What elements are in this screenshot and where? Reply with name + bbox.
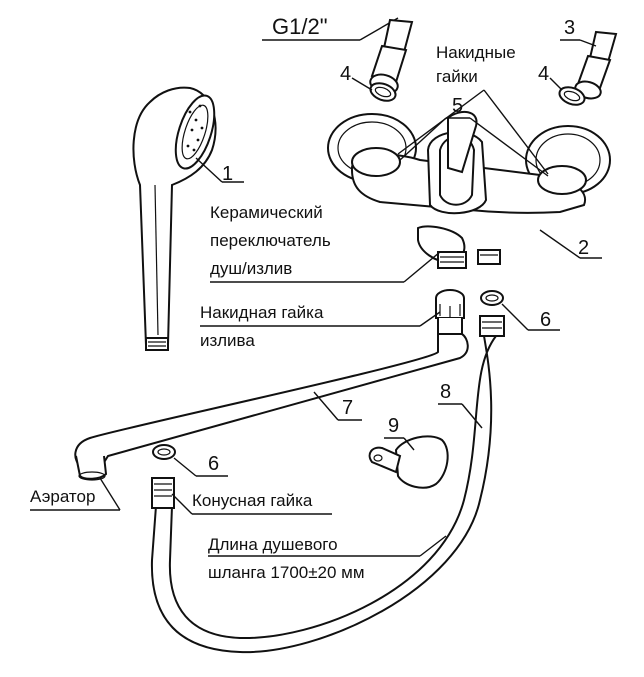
callout-7: 7 xyxy=(342,397,353,419)
cone-nut-label: Конусная гайка xyxy=(192,491,313,510)
callout-5: 5 xyxy=(452,95,463,117)
shower-hose xyxy=(150,315,505,654)
gasket-6-bottom xyxy=(152,444,176,460)
spout xyxy=(74,333,469,481)
callout-9: 9 xyxy=(388,415,399,437)
eccentric-right xyxy=(574,30,618,100)
callout-3: 3 xyxy=(564,17,575,39)
callout-6-top: 6 xyxy=(540,309,551,331)
callout-8: 8 xyxy=(440,381,451,403)
gasket-4-left xyxy=(369,82,397,102)
spout-union-nut xyxy=(435,289,465,335)
mixer-body xyxy=(327,110,611,269)
thread-size-label: G1/2" xyxy=(272,14,328,39)
callout-4-right: 4 xyxy=(538,63,549,85)
ceramic-switch-label-1: Керамический xyxy=(210,203,323,222)
hose-length-label-2: шланга 1700±20 мм xyxy=(208,563,365,582)
callout-4-left: 4 xyxy=(340,63,351,85)
ceramic-switch-label-3: душ/излив xyxy=(210,259,292,278)
callout-2: 2 xyxy=(578,237,589,259)
union-nuts-label-2: гайки xyxy=(436,67,478,86)
gasket-4-right xyxy=(558,86,586,106)
wall-holder xyxy=(368,435,449,489)
hose-length-label-1: Длина душевого xyxy=(208,535,338,554)
ceramic-switch-label-2: переключатель xyxy=(210,231,331,250)
eccentric-left xyxy=(369,18,414,95)
union-nuts-label-1: Накидные xyxy=(436,43,516,62)
spout-nut-label-1: Накидная гайка xyxy=(200,303,324,322)
callout-1: 1 xyxy=(222,163,233,185)
spout-nut-label-2: излива xyxy=(200,331,255,350)
gasket-6-top xyxy=(480,290,504,306)
hand-shower xyxy=(132,86,217,351)
callout-6-bottom: 6 xyxy=(208,453,219,475)
aerator-label: Аэратор xyxy=(30,487,95,506)
